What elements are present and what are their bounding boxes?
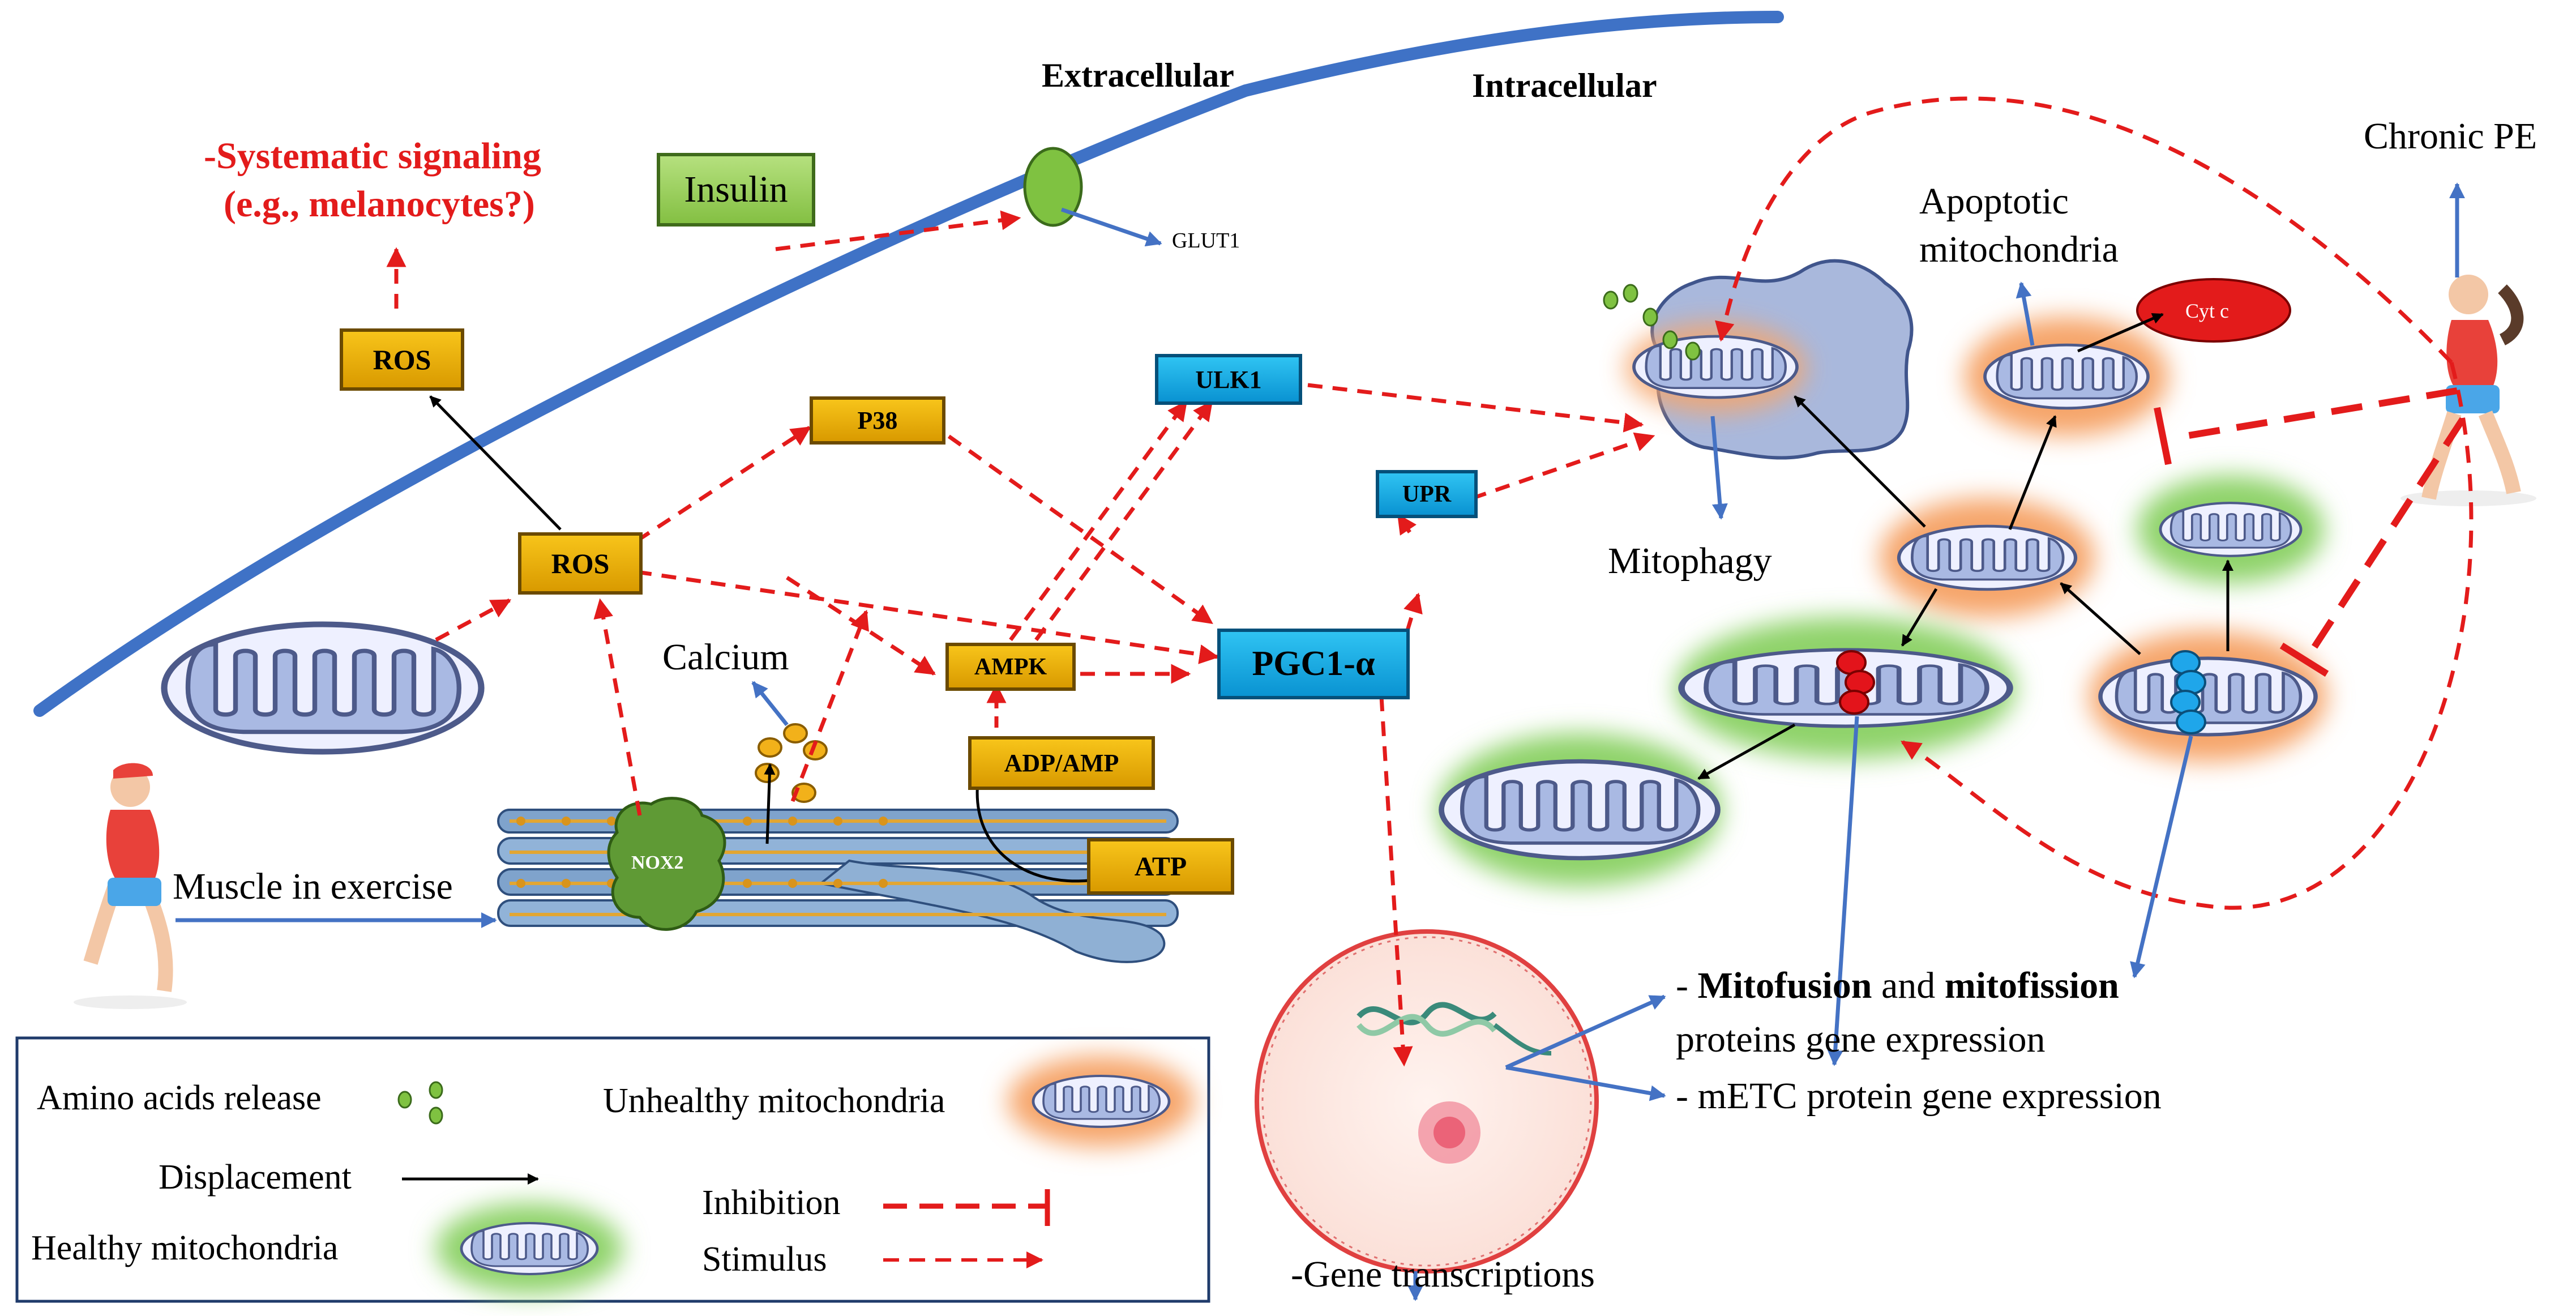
legend-amino-acids: Amino acids release [37,1079,322,1117]
label-muscle: Muscle in exercise [173,866,453,907]
node-upr: UPR [1376,470,1478,518]
stimulus-loop-top [1715,96,2453,364]
mitochondrion-left [164,625,481,752]
label-mitophagy: Mitophagy [1608,540,1772,582]
legend-stimulus: Stimulus [702,1240,827,1279]
fission-proteins [2170,650,2206,734]
node-atp: ATP [1087,838,1234,895]
node-ampk: AMPK [945,643,1076,691]
mitochondrion-in-vesicle [1634,336,1797,398]
mito-large-healthy [1438,733,1721,886]
label-metc: - mETC protein gene expression [1676,1075,2162,1117]
mito-fusion [1676,617,2016,759]
mitofusion-and: and [1872,965,1945,1006]
runner-right [2400,275,2536,506]
node-ros-top: ROS [340,328,464,391]
node-pgc1a: PGC1-α [1217,629,1410,699]
node-ros-main: ROS [518,532,643,595]
legend-healthy: Healthy mitochondria [31,1229,339,1267]
label-glut1: GLUT1 [1172,229,1240,253]
legend-displacement: Displacement [159,1158,352,1197]
stimulus-arrows [386,210,1655,1067]
node-p38: P38 [810,396,945,445]
legend-unhealthy: Unhealthy mitochondria [603,1082,945,1120]
mito-small-healthy [2137,476,2324,583]
legend-inhibition: Inhibition [702,1183,841,1222]
node-ulk1: ULK1 [1155,354,1302,405]
cell-membrane [33,11,1784,717]
label-gene-transcriptions: -Gene transcriptions [1291,1254,1595,1295]
legend-amino-dots [397,1081,443,1125]
node-insulin: Insulin [657,153,815,227]
label-cyt-c: Cyt c [2185,300,2229,322]
muscle-fiber [497,809,1179,963]
mito-fission [2089,631,2327,762]
label-calcium: Calcium [662,636,789,678]
mito-central [1880,498,2095,617]
mitofusion-prefix: - [1676,965,1698,1006]
label-chronic-pe: Chronic PE [2364,116,2538,157]
cyt-c-oval [2136,278,2291,343]
label-apoptotic-line1: Apoptotic [1919,181,2069,222]
flow-arrows [176,182,2465,1301]
stimulus-loop-bottom [1901,362,2474,910]
fusion-proteins [1836,650,1875,715]
label-extracellular: Extracellular [1042,57,1234,94]
systematic-signaling-line2: (e.g., melanocytes?) [224,183,535,225]
label-mitofusion-line1: - Mitofusion and mitofission [1676,965,2119,1007]
systematic-signaling-line1: -Systematic signaling [204,135,541,177]
mitofusion-bold-1: Mitofusion [1697,965,1872,1006]
nucleus [1255,929,1599,1274]
stimulus-ampk-ulk1 [1009,400,1188,642]
calcium-dots [755,723,828,803]
glut1-transporter [1023,147,1083,227]
runner-left [74,763,187,1009]
legend-healthy-mito [436,1203,623,1294]
label-intracellular: Intracellular [1472,67,1657,104]
node-adp-amp: ADP/AMP [968,736,1155,790]
inhibition-arrows [2154,387,2466,677]
nox2-complex [607,797,726,931]
label-nox2: NOX2 [631,852,684,873]
legend-unhealthy-mito [1008,1056,1195,1147]
mitofusion-bold-2: mitofission [1944,965,2119,1006]
amino-acid-dots [1603,284,1701,361]
label-mitofusion-line2: proteins gene expression [1676,1019,2046,1060]
mito-apoptotic [1965,317,2168,436]
label-apoptotic-line2: mitochondria [1919,229,2119,270]
